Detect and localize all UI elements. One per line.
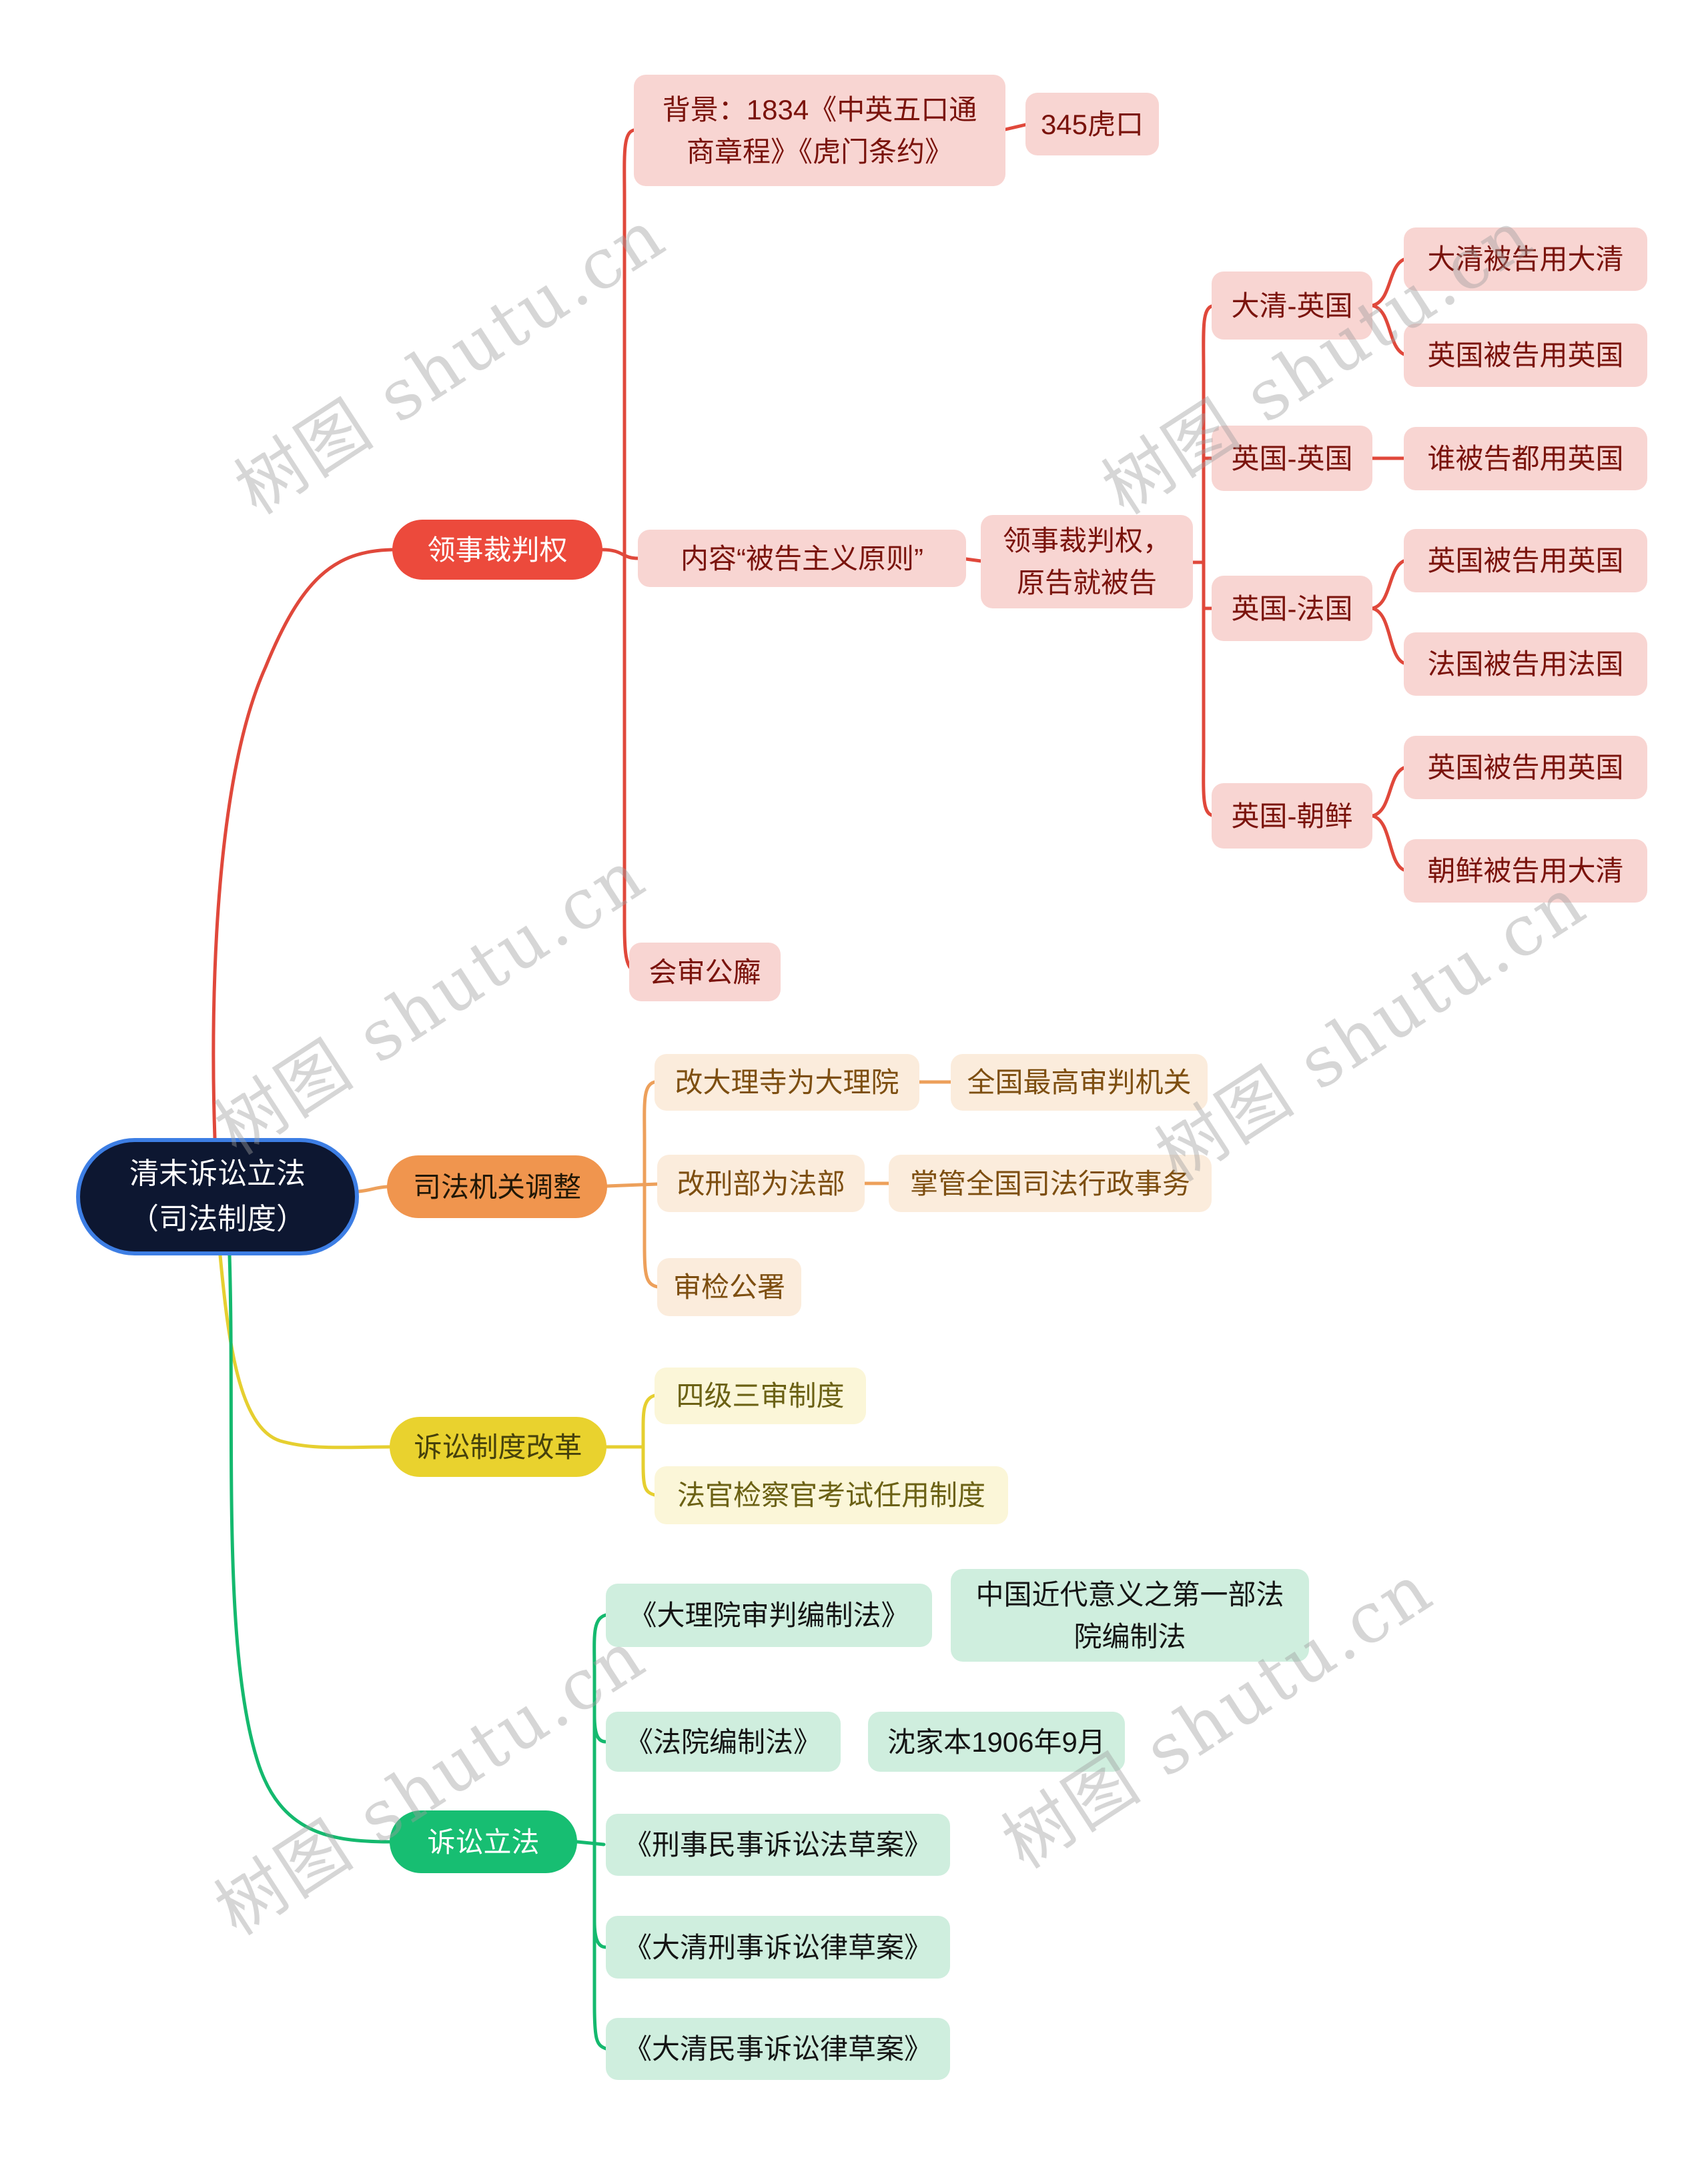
node-judicial-administration[interactable]: 掌管全国司法行政事务 xyxy=(889,1155,1212,1212)
branch-litigation-legislation[interactable]: 诉讼立法 xyxy=(390,1810,577,1873)
node-first-court-organization-law[interactable]: 中国近代意义之第一部法 院编制法 xyxy=(951,1569,1309,1662)
node-leaf-uk-defendant-3[interactable]: 英国被告用英国 xyxy=(1404,736,1647,799)
node-leaf-korea-defendant[interactable]: 朝鲜被告用大清 xyxy=(1404,839,1647,903)
node-qing-criminal-procedure-draft[interactable]: 《大清刑事诉讼律草案》 xyxy=(606,1916,950,1979)
green-branch-lines xyxy=(228,1253,608,2051)
branch-consular-jurisdiction[interactable]: 领事裁判权 xyxy=(392,520,602,580)
branch-litigation-system-reform[interactable]: 诉讼制度改革 xyxy=(390,1417,606,1477)
node-criminal-civil-procedure-draft[interactable]: 《刑事民事诉讼法草案》 xyxy=(606,1814,950,1876)
node-four-level-three-trial[interactable]: 四级三审制度 xyxy=(655,1368,866,1424)
node-345-hukou[interactable]: 345虎口 xyxy=(1025,93,1159,155)
node-defendant-principle[interactable]: 内容“被告主义原则” xyxy=(638,530,966,587)
node-court-organization-law[interactable]: 《法院编制法》 xyxy=(606,1712,841,1772)
node-mixed-court[interactable]: 会审公廨 xyxy=(629,943,781,1001)
node-qing-civil-procedure-draft[interactable]: 《大清民事诉讼律草案》 xyxy=(606,2018,950,2080)
node-leaf-uk-defendant-2[interactable]: 英国被告用英国 xyxy=(1404,529,1647,592)
node-pair-uk-france[interactable]: 英国-法国 xyxy=(1212,576,1372,641)
node-background-1834[interactable]: 背景：1834《中英五口通 商章程》《虎门条约》 xyxy=(634,75,1005,186)
node-leaf-qing-defendant[interactable]: 大清被告用大清 xyxy=(1404,227,1647,291)
node-pair-uk-korea[interactable]: 英国-朝鲜 xyxy=(1212,783,1372,849)
node-leaf-any-defendant-uk[interactable]: 谁被告都用英国 xyxy=(1404,427,1647,490)
node-dali-court-rename[interactable]: 改大理寺为大理院 xyxy=(655,1054,919,1111)
node-daliyuan-trial-law[interactable]: 《大理院审判编制法》 xyxy=(606,1584,932,1647)
orange-branch-lines xyxy=(357,1080,953,1289)
central-topic-node[interactable]: 清末诉讼立法 （司法制度） xyxy=(76,1138,359,1255)
yellow-branch-lines xyxy=(218,1253,657,1497)
node-pair-uk-uk[interactable]: 英国-英国 xyxy=(1212,426,1372,491)
node-judge-prosecutor-exam[interactable]: 法官检察官考试任用制度 xyxy=(655,1466,1008,1524)
node-shenjiaben-1906[interactable]: 沈家本1906年9月 xyxy=(868,1712,1125,1772)
node-ministry-of-law[interactable]: 改刑部为法部 xyxy=(657,1155,865,1212)
node-leaf-uk-defendant-1[interactable]: 英国被告用英国 xyxy=(1404,324,1647,387)
node-leaf-france-defendant[interactable]: 法国被告用法国 xyxy=(1404,632,1647,696)
node-plaintiff-follows-defendant[interactable]: 领事裁判权， 原告就被告 xyxy=(981,515,1193,608)
branch-judicial-organ-adjustment[interactable]: 司法机关调整 xyxy=(387,1155,607,1218)
node-highest-judicial-organ[interactable]: 全国最高审判机关 xyxy=(951,1054,1208,1111)
node-pair-qing-uk[interactable]: 大清-英国 xyxy=(1212,272,1372,340)
node-shenjian-office[interactable]: 审检公署 xyxy=(657,1258,801,1316)
red-branch-lines xyxy=(211,123,1406,1140)
